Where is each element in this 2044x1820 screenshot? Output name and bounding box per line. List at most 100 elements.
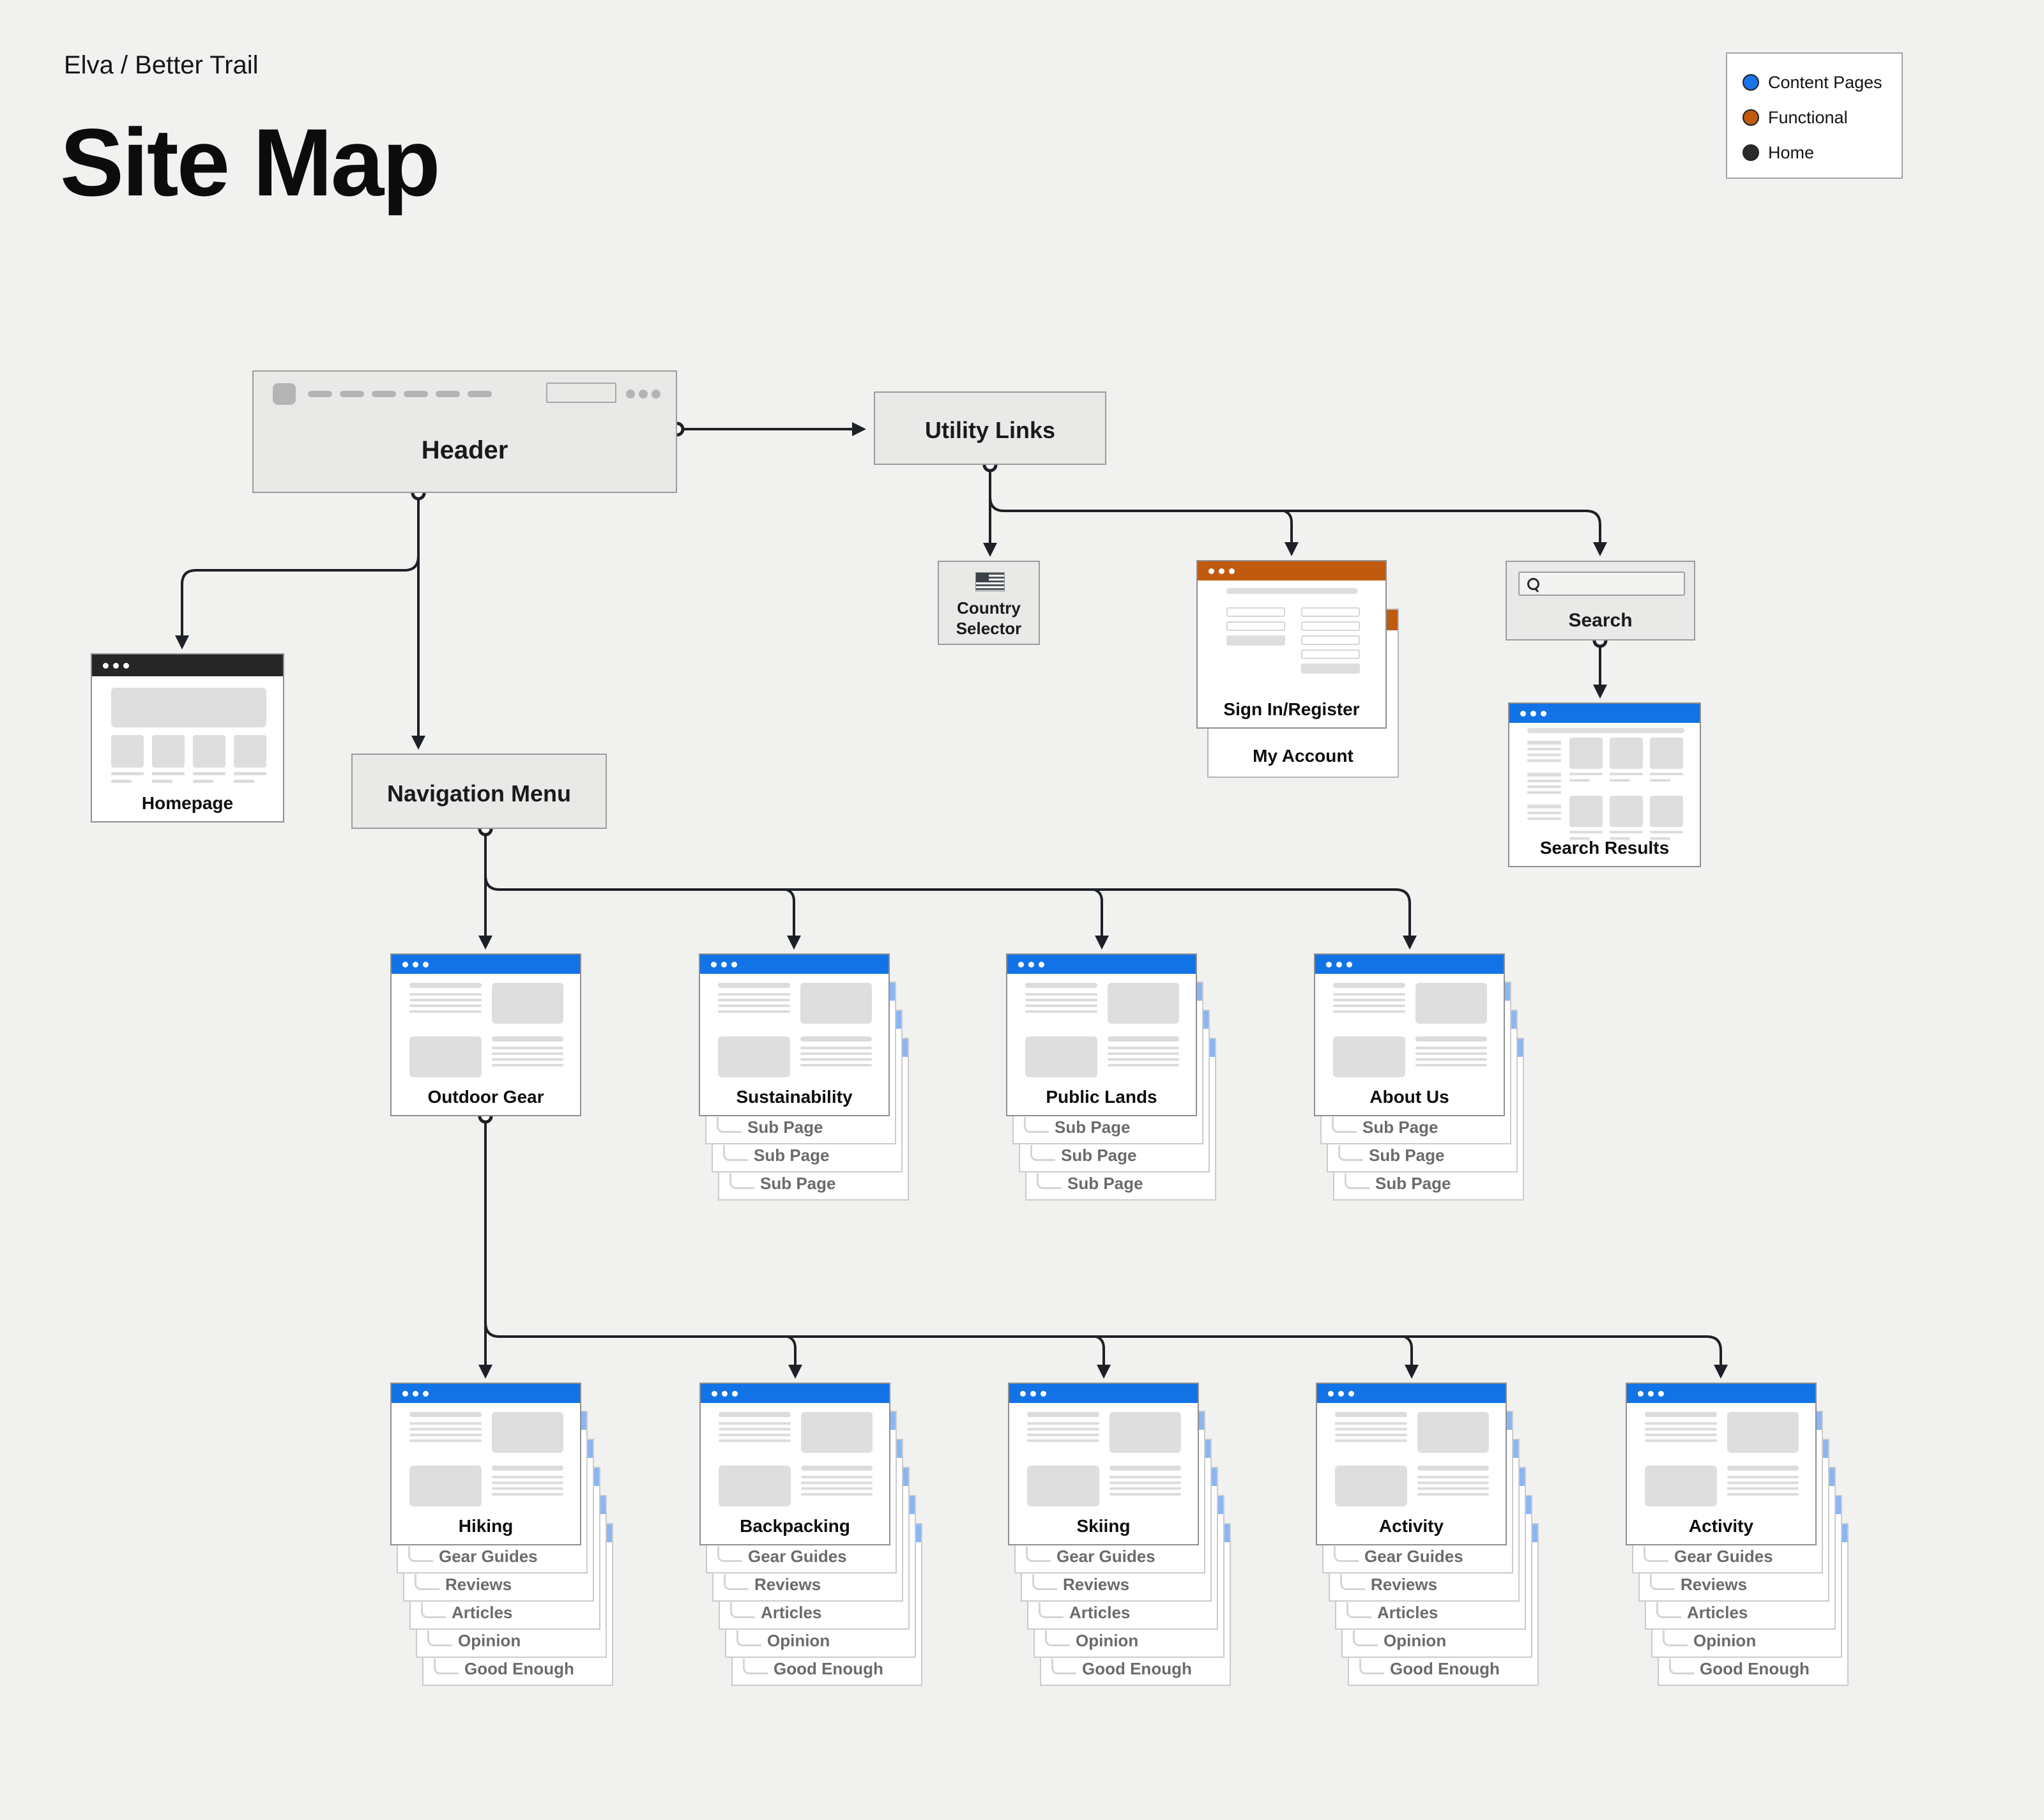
wireframe-sidebar — [1527, 741, 1561, 820]
tree-elbow-icon — [1030, 1145, 1055, 1161]
wireframe-form-column — [1226, 607, 1285, 646]
tree-elbow-icon — [723, 1145, 748, 1161]
tree-elbow-icon — [717, 1546, 742, 1562]
subpage-label: Gear Guides — [1674, 1547, 1773, 1566]
wireframe-bar — [1527, 728, 1684, 733]
subpage-label: Sub Page — [1362, 1118, 1438, 1137]
window-dots-icon — [1020, 1391, 1026, 1397]
wireframe-content — [1025, 983, 1179, 1077]
subpage-label: Gear Guides — [439, 1547, 538, 1566]
us-flag-icon — [975, 572, 1005, 591]
wireframe-content — [718, 983, 872, 1077]
window-dots-icon — [1520, 711, 1526, 717]
nav-dash-icon — [340, 391, 364, 397]
tree-elbow-icon — [1037, 1173, 1062, 1189]
node-label: My Account — [1253, 746, 1354, 766]
tree-elbow-icon — [1032, 1574, 1057, 1590]
window-titlebar — [1009, 1384, 1198, 1403]
window-titlebar — [92, 655, 283, 676]
page-title: Site Map — [60, 109, 441, 216]
tree-elbow-icon — [1669, 1658, 1694, 1674]
subpage-label: Articles — [1069, 1603, 1131, 1622]
subpage-label: Articles — [1377, 1603, 1438, 1622]
node-public-lands: Public Lands — [1006, 953, 1197, 1116]
subpage-label: Sub Page — [1375, 1174, 1451, 1193]
node-label: Skiing — [1076, 1516, 1131, 1536]
node-label: Homepage — [141, 793, 234, 813]
node-utility-links: Utility Links — [874, 391, 1106, 465]
node-activity: Activity — [1626, 1383, 1817, 1545]
wireframe-content — [1335, 1412, 1489, 1506]
subpage-label: Opinion — [767, 1631, 830, 1650]
tree-elbow-icon — [1644, 1546, 1668, 1562]
tree-elbow-icon — [1353, 1630, 1378, 1646]
subpage-label: Reviews — [1063, 1575, 1130, 1594]
wireframe-result-cards — [1569, 738, 1683, 840]
legend-item-label: Content Pages — [1768, 72, 1882, 92]
logo-placeholder-icon — [273, 383, 296, 405]
window-dots-icon — [1018, 962, 1024, 967]
legend-home-dot-icon — [1743, 144, 1759, 161]
tree-elbow-icon — [408, 1546, 433, 1562]
node-sustainability: Sustainability — [699, 953, 890, 1116]
wireframe-content — [409, 1412, 563, 1506]
tree-elbow-icon — [1650, 1574, 1675, 1590]
nav-dash-icon — [468, 391, 492, 397]
tree-elbow-icon — [1359, 1658, 1384, 1674]
subpage-label: Gear Guides — [748, 1547, 847, 1566]
subpage-label: Reviews — [1371, 1575, 1438, 1594]
nav-dash-icon — [372, 391, 396, 397]
node-label: Sustainability — [736, 1087, 853, 1107]
node-label: About Us — [1369, 1087, 1449, 1107]
window-dots-icon — [1326, 962, 1332, 967]
node-navigation-menu: Navigation Menu — [351, 754, 607, 829]
tree-elbow-icon — [1039, 1602, 1064, 1618]
node-label: Utility Links — [924, 417, 1056, 443]
node-label: Outdoor Gear — [427, 1087, 544, 1107]
tree-elbow-icon — [1338, 1145, 1363, 1161]
node-header: Header — [252, 370, 677, 493]
window-titlebar — [701, 1384, 889, 1403]
node-skiing: Skiing — [1008, 1383, 1199, 1545]
window-titlebar — [1627, 1384, 1815, 1403]
node-activity: Activity — [1316, 1383, 1507, 1545]
node-label: Navigation Menu — [386, 780, 572, 807]
legend-content-dot-icon — [1743, 74, 1759, 91]
node-label: Country Selector — [956, 598, 1022, 638]
subpage-label: Good Enough — [464, 1659, 574, 1678]
subpage-label: Sub Page — [1067, 1174, 1143, 1193]
subpage-label: Sub Page — [754, 1146, 830, 1165]
window-titlebar — [700, 955, 889, 974]
legend: Content Pages Functional Home — [1726, 52, 1903, 179]
subpage-label: Gear Guides — [1056, 1547, 1155, 1566]
legend-functional-dot-icon — [1743, 109, 1759, 126]
subpage-label: Good Enough — [774, 1659, 883, 1678]
tree-elbow-icon — [1334, 1546, 1359, 1562]
subpage-label: Articles — [761, 1603, 822, 1622]
window-titlebar — [1317, 1384, 1506, 1403]
window-titlebar — [1007, 955, 1196, 974]
window-dots-icon — [712, 1391, 717, 1397]
tree-elbow-icon — [717, 1117, 742, 1133]
nav-dash-icon — [404, 391, 428, 397]
tree-elbow-icon — [1045, 1630, 1070, 1646]
subpage-label: Good Enough — [1390, 1659, 1500, 1678]
node-label: Sign In/Register — [1223, 699, 1360, 719]
subpage-label: Opinion — [458, 1631, 521, 1650]
tree-elbow-icon — [730, 1602, 755, 1618]
wireframe-cards — [111, 735, 266, 783]
tree-elbow-icon — [1346, 1602, 1371, 1618]
node-country-selector: Country Selector — [938, 561, 1040, 645]
tree-elbow-icon — [724, 1574, 749, 1590]
subpage-label: Good Enough — [1082, 1659, 1192, 1678]
window-dots-icon — [711, 962, 717, 967]
tree-elbow-icon — [743, 1658, 768, 1674]
search-input-placeholder — [1518, 572, 1685, 596]
window-titlebar — [392, 1384, 580, 1403]
node-search-results: Search Results — [1508, 702, 1701, 867]
wireframe-content — [1027, 1412, 1181, 1506]
node-label: Backpacking — [740, 1516, 850, 1536]
subpage-label: Opinion — [1693, 1631, 1757, 1650]
legend-item: Content Pages — [1743, 72, 1882, 92]
